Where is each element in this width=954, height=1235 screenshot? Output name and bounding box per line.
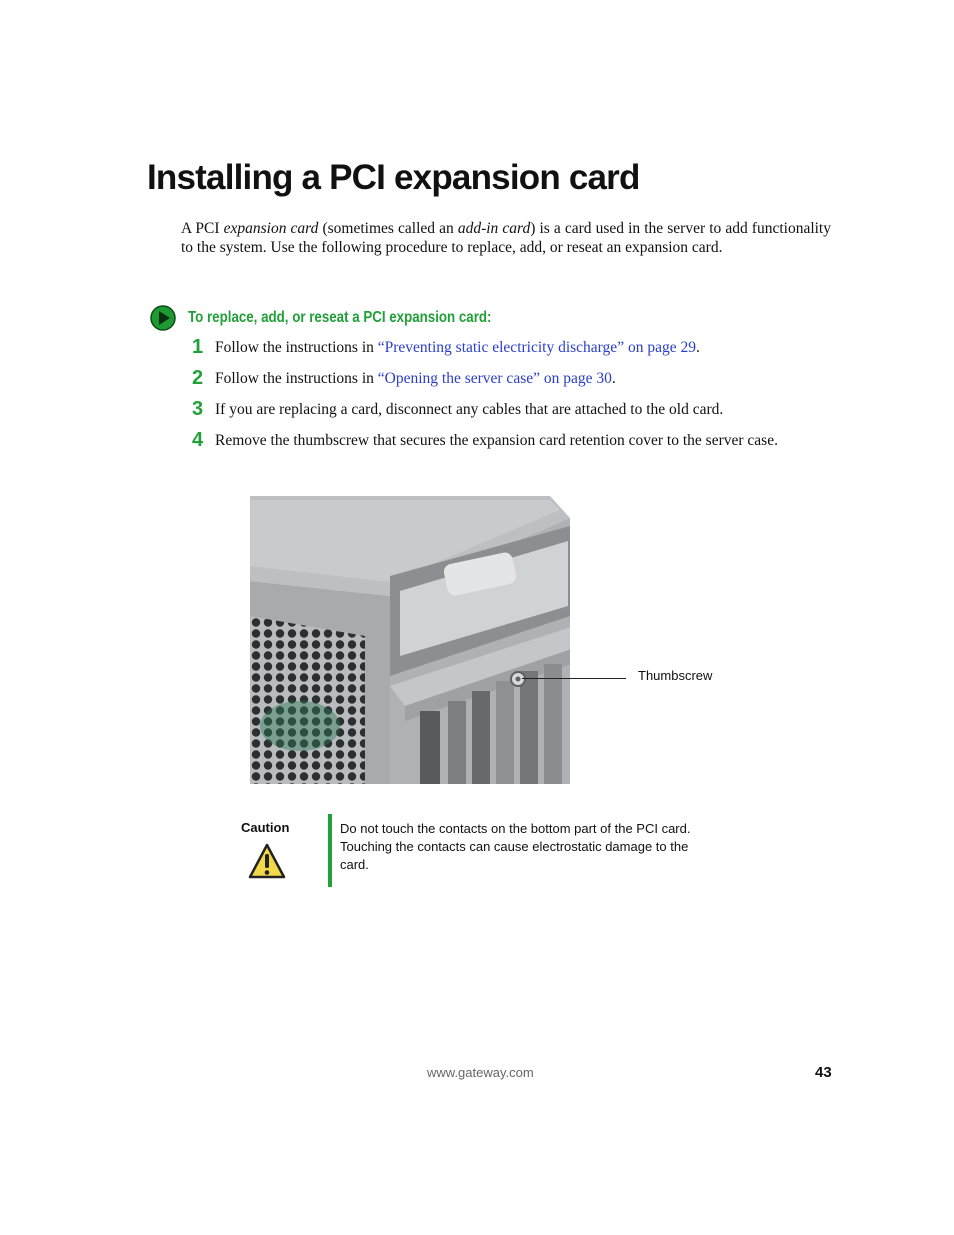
step-text: Follow the instructions in “Preventing s… — [215, 339, 700, 356]
step-4: 4 Remove the thumbscrew that secures the… — [192, 429, 832, 451]
step-number: 1 — [192, 336, 204, 358]
step-text: If you are replacing a card, disconnect … — [215, 401, 724, 418]
warning-triangle-icon — [248, 843, 286, 879]
callout-thumbscrew: Thumbscrew — [638, 668, 713, 683]
server-case-photo — [250, 496, 570, 784]
link-static-discharge[interactable]: “Preventing static electricity discharge… — [377, 339, 696, 356]
footer-url[interactable]: www.gateway.com — [427, 1065, 534, 1080]
step-2: 2 Follow the instructions in “Opening th… — [192, 367, 832, 389]
caution-text: Do not touch the contacts on the bottom … — [340, 821, 691, 872]
step-number: 2 — [192, 367, 204, 389]
step-number: 4 — [192, 429, 204, 451]
step-text: Follow the instructions in “Opening the … — [215, 370, 616, 387]
green-arrow-icon — [150, 305, 176, 331]
caution-divider — [328, 814, 332, 887]
step-3: 3 If you are replacing a card, disconnec… — [192, 398, 832, 420]
page-number: 43 — [815, 1064, 832, 1081]
caution-label: Caution — [241, 820, 290, 835]
step-number: 3 — [192, 398, 204, 420]
step-1: 1 Follow the instructions in “Preventing… — [192, 336, 832, 358]
procedure-heading: To replace, add, or reseat a PCI expansi… — [150, 305, 541, 331]
callout-leader-line — [522, 678, 626, 679]
procedure-title: To replace, add, or reseat a PCI expansi… — [188, 309, 492, 326]
intro-paragraph: A PCI expansion card (sometimes called a… — [181, 220, 831, 256]
link-opening-case[interactable]: “Opening the server case” on page 30 — [377, 370, 612, 387]
page-title: Installing a PCI expansion card — [147, 158, 640, 197]
step-text: Remove the thumbscrew that secures the e… — [215, 432, 778, 449]
